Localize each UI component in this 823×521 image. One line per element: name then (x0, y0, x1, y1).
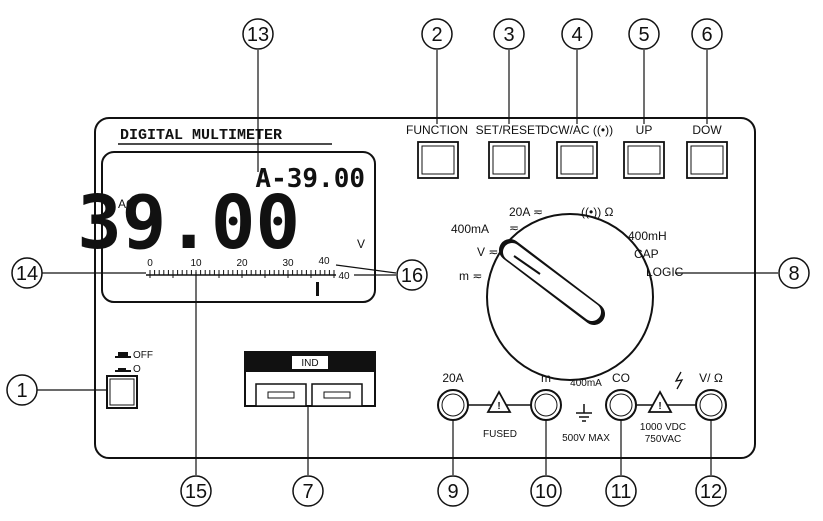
callout-4: 4 (561, 18, 593, 50)
lcd-bargraph: 0 10 20 30 40 40 (146, 256, 350, 296)
dial-label-continuity-ohm: ((•)) Ω (581, 205, 614, 219)
lightning-icon (674, 371, 684, 390)
callout-15: 15 (180, 475, 212, 507)
svg-text:10: 10 (535, 481, 557, 503)
svg-text:9: 9 (447, 481, 458, 503)
svg-text:12: 12 (700, 481, 722, 503)
warning-icon: ! (647, 390, 673, 413)
svg-text:3: 3 (503, 24, 514, 46)
callout-1: 1 (6, 374, 38, 406)
jack-common-label: CO (612, 371, 630, 385)
bar-tick-label: 10 (190, 258, 202, 269)
callout-5: 5 (628, 18, 660, 50)
max-voltage-note: 500V MAX (562, 433, 610, 444)
power-switch[interactable]: OFF O (106, 350, 153, 409)
indicator-label: IND (301, 358, 318, 369)
meter-title: DIGITAL MULTIMETER (120, 127, 282, 144)
bar-tick-label: 30 (282, 258, 294, 269)
svg-text:11: 11 (611, 481, 632, 503)
svg-text:7: 7 (302, 481, 313, 503)
svg-text:6: 6 (701, 24, 712, 46)
power-off-label: OFF (133, 350, 153, 361)
current-note: 400mA (570, 378, 602, 389)
callout-9: 9 (437, 475, 469, 507)
svg-text:!: ! (658, 401, 661, 412)
svg-text:4: 4 (571, 24, 582, 46)
bar-pointer (316, 282, 319, 296)
dial-label-20a: 20A ≂ (509, 205, 543, 219)
callout-7: 7 (292, 475, 324, 507)
svg-text:15: 15 (185, 481, 207, 503)
svg-text:16: 16 (401, 265, 423, 287)
bar-tick-label: 40 (318, 256, 330, 267)
svg-text:13: 13 (247, 24, 269, 46)
jack-milliamp-label: m (541, 371, 551, 385)
function-button-label: FUNCTION (406, 123, 468, 137)
callout-6: 6 (691, 18, 723, 50)
svg-text:1: 1 (16, 380, 27, 402)
dial-label-logic: LOGIC (646, 265, 684, 279)
set-reset-button[interactable]: SET/RESET (476, 123, 543, 179)
vac-note: 750VAC (645, 434, 682, 445)
lcd-unit: V (357, 237, 365, 251)
callout-14: 14 (11, 257, 43, 289)
dc-ac-button[interactable]: DCW/AC ((•)) (541, 123, 613, 179)
lcd-main-reading: 39.00 (77, 180, 300, 266)
bar-tick-label: 20 (236, 258, 248, 269)
callout-3: 3 (493, 18, 525, 50)
function-button[interactable]: FUNCTION (406, 123, 468, 179)
lcd-mode: AC (118, 197, 135, 211)
dial-label-400mh: 400mH (628, 229, 667, 243)
jack-20a-label: 20A (442, 371, 463, 385)
rotary-selector[interactable] (486, 213, 654, 381)
dial-label-milliamp: m ≂ (459, 269, 482, 283)
svg-text:8: 8 (788, 263, 799, 285)
dc-ac-button-label: DCW/AC ((•)) (541, 123, 613, 137)
dial-label-volts: V ≂ (477, 245, 498, 259)
svg-text:5: 5 (638, 24, 649, 46)
callout-16: 16 (396, 259, 428, 291)
callout-12: 12 (695, 475, 727, 507)
lcd-secondary-reading: A-39.00 (255, 164, 365, 194)
dial-label-400ma: 400mA (451, 222, 489, 236)
fused-note: FUSED (483, 429, 517, 440)
svg-text:!: ! (497, 401, 500, 412)
dial-label-ac-dc: ≂ (509, 221, 519, 235)
up-button-label: UP (636, 123, 653, 137)
bar-end-label: 40 (338, 271, 350, 282)
svg-text:14: 14 (16, 263, 38, 285)
callout-2: 2 (421, 18, 453, 50)
callout-13: 13 (242, 18, 274, 50)
warning-icon: ! (486, 390, 512, 413)
ground-icon (576, 404, 592, 422)
callout-8: 8 (778, 257, 810, 289)
down-button-label: DOW (692, 123, 722, 137)
down-button[interactable]: DOW (686, 123, 728, 179)
jack-volt-ohm[interactable]: V/ Ω (695, 371, 727, 421)
callout-leaders (37, 50, 778, 475)
power-on-label: O (133, 364, 141, 375)
set-reset-button-label: SET/RESET (476, 123, 543, 137)
jack-volt-ohm-label: V/ Ω (699, 371, 723, 385)
up-button[interactable]: UP (623, 123, 665, 179)
svg-text:2: 2 (431, 24, 442, 46)
callout-11: 11 (605, 475, 637, 507)
lcd-display (101, 151, 376, 303)
callout-10: 10 (530, 475, 562, 507)
dial-label-cap: CAP (634, 247, 659, 261)
jack-20a[interactable]: 20A (437, 371, 469, 421)
bar-tick-label: 0 (147, 258, 153, 269)
indicator-connector: IND (244, 351, 376, 407)
vdc-note: 1000 VDC (640, 422, 686, 433)
